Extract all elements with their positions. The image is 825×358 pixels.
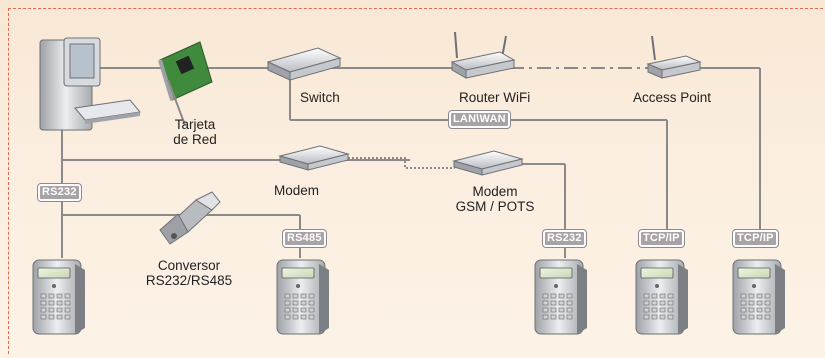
lan-wan-tag: LAN\WAN [448,110,511,129]
switch-icon [266,47,342,81]
modem-gsm-label-line1: Modem [472,184,518,199]
terminal-2-icon [276,259,330,335]
rs232-pc-tag: RS232 [37,183,82,202]
computer-icon [39,37,141,131]
access-point-icon [646,35,702,79]
rs232-terminal-tag: RS232 [542,229,587,248]
terminal-5-icon [732,259,786,335]
converter-label: Conversor RS232/RS485 [134,258,244,288]
modem-gsm-icon [453,150,523,176]
rs485-tag: RS485 [282,229,327,248]
terminal-4-icon [635,259,689,335]
network-card-label-line1: Tarjeta [174,117,216,132]
switch-label: Switch [300,90,340,105]
modem-icon [279,145,349,171]
network-card-icon [158,41,213,126]
network-card-label-line2: de Red [173,132,217,147]
tcpip-tag-2: TCP/IP [732,229,779,248]
network-card-label: Tarjeta de Red [165,117,225,147]
converter-label-line1: Conversor [157,258,221,273]
router-icon [450,31,516,79]
converter-label-line2: RS232/RS485 [145,273,233,288]
access-point-label: Access Point [633,90,712,105]
tcpip-tag-1: TCP/IP [638,229,685,248]
modem-label: Modem [274,183,320,198]
terminal-3-icon [534,259,588,335]
phone-link [328,157,455,169]
dashed-frame [8,8,823,354]
modem-gsm-label: Modem GSM / POTS [440,184,550,214]
terminal-1-icon [32,259,86,335]
modem-gsm-label-line2: GSM / POTS [455,199,535,214]
router-label: Router WiFi [459,90,531,105]
converter-icon [159,191,221,245]
